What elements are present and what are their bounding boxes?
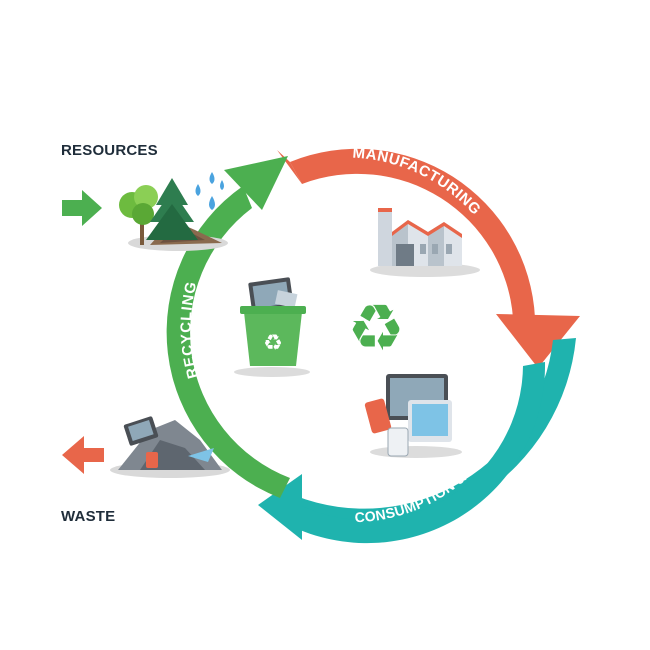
waste-pile-icon [110, 416, 230, 478]
resources-label: RESOURCES [61, 142, 158, 159]
factory-icon [370, 208, 480, 277]
nature-resources-icon [119, 172, 228, 251]
resources-arrow-icon [62, 190, 102, 226]
recycling-arrowhead [224, 156, 288, 210]
cycle-ring [166, 148, 580, 544]
consumption-arrowhead [258, 474, 302, 540]
svg-text:RECYCLING: RECYCLING [178, 280, 202, 381]
waste-arrow-icon [62, 436, 104, 474]
waste-label: WASTE [61, 508, 116, 525]
svg-text:♻: ♻ [263, 331, 283, 356]
recycle-symbol-icon: ♻ [347, 292, 404, 366]
devices-icon [364, 374, 462, 458]
manufacturing-arrowhead [496, 314, 580, 368]
recycle-bin-icon: ♻ [234, 277, 310, 377]
recycling-label: RECYCLING [178, 280, 202, 381]
svg-text:♻: ♻ [347, 292, 404, 366]
recycling-arrow [166, 186, 290, 498]
manufacturing-arrow [290, 148, 535, 318]
